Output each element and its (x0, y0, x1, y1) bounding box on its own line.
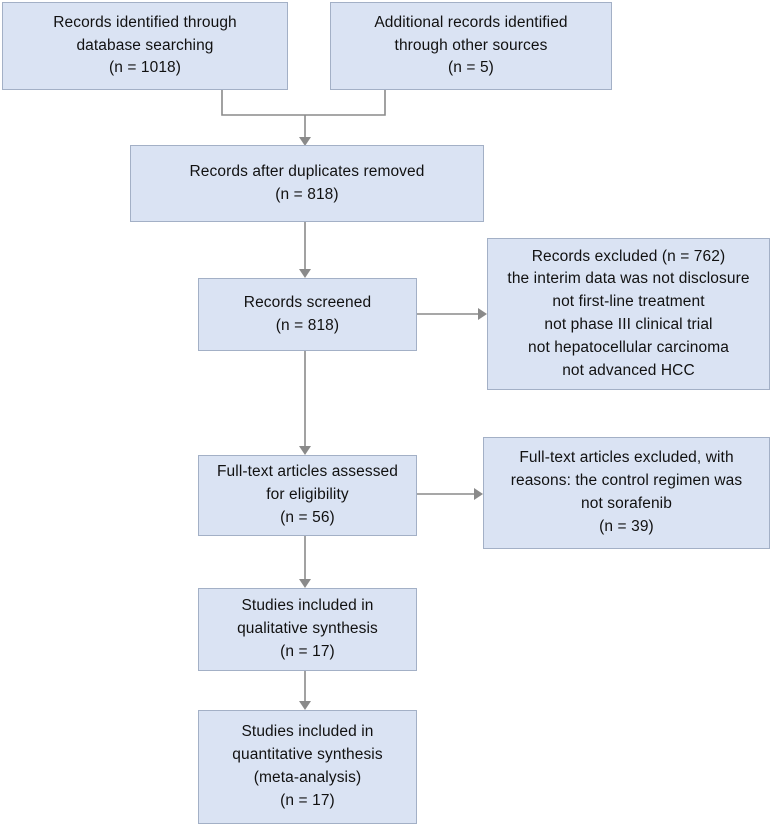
edge-fulltext-to-fulltext-excluded (417, 488, 483, 500)
edge-qualitative-to-quantitative (299, 671, 311, 710)
records-screened-box: Records screened (n = 818) (198, 278, 417, 351)
full-text-articles-assessed-box: Full-text articles assessed for eligibil… (198, 455, 417, 536)
records-excluded-box: Records excluded (n = 762) the interim d… (487, 238, 770, 390)
studies-included-quantitative-text: Studies included in quantitative synthes… (232, 723, 383, 809)
edge-additional-to-duplicates (305, 90, 386, 116)
full-text-articles-excluded-box: Full-text articles excluded, with reason… (483, 437, 770, 549)
edge-duplicates-to-screened (299, 222, 311, 278)
edge-screened-to-fulltext (299, 351, 311, 455)
edge-merge-to-duplicates (299, 115, 311, 146)
full-text-articles-assessed-text: Full-text articles assessed for eligibil… (216, 463, 398, 526)
studies-included-qualitative-text: Studies included in qualitative synthesi… (237, 597, 378, 660)
edge-screened-to-excluded (417, 308, 487, 320)
edge-identified-to-duplicates (221, 90, 305, 116)
records-identified-database-text: Records identified through database sear… (53, 13, 237, 77)
records-screened-text: Records screened (n = 818) (243, 293, 372, 334)
records-after-duplicates-removed-text: Records after duplicates removed (n = 81… (189, 162, 425, 203)
edge-fulltext-to-qualitative (299, 536, 311, 588)
additional-records-other-sources-text: Additional records identified through ot… (374, 13, 568, 77)
records-excluded-text: Records excluded (n = 762) the interim d… (507, 247, 750, 379)
records-after-duplicates-removed-box: Records after duplicates removed (n = 81… (130, 145, 484, 222)
additional-records-other-sources-box: Additional records identified through ot… (330, 2, 612, 90)
studies-included-quantitative-box: Studies included in quantitative synthes… (198, 710, 417, 824)
studies-included-qualitative-box: Studies included in qualitative synthesi… (198, 588, 417, 671)
records-identified-database-box: Records identified through database sear… (2, 2, 288, 90)
full-text-articles-excluded-text: Full-text articles excluded, with reason… (510, 449, 743, 535)
